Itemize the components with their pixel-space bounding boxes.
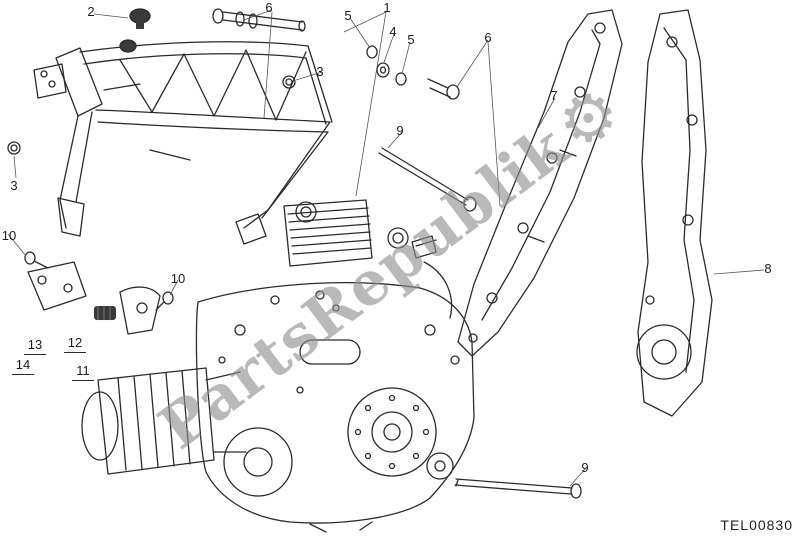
callout-part-12: 12 [64, 336, 86, 353]
callout-part-7: 7 [550, 88, 558, 103]
callout-part-9b: 9 [581, 460, 589, 475]
callout-part-13: 13 [24, 338, 46, 355]
diagram-code: TEL00830 [720, 517, 793, 533]
callout-part-5b: 5 [407, 32, 415, 47]
callout-part-4: 4 [389, 24, 397, 39]
callout-part-5: 5 [344, 8, 352, 23]
callout-part-6: 6 [265, 0, 273, 15]
callout-part-11: 11 [72, 364, 94, 381]
callout-part-10: 10 [1, 228, 17, 243]
callout-part-1: 1 [383, 0, 391, 15]
callout-part-9: 9 [396, 123, 404, 138]
callout-part-3: 3 [316, 64, 324, 79]
callout-part-8: 8 [764, 261, 772, 276]
callout-part-10b: 10 [170, 271, 186, 286]
callout-part-2: 2 [87, 4, 95, 19]
callout-part-6b: 6 [484, 30, 492, 45]
callout-part-14: 14 [12, 358, 34, 375]
callout-part-3b: 3 [10, 178, 18, 193]
